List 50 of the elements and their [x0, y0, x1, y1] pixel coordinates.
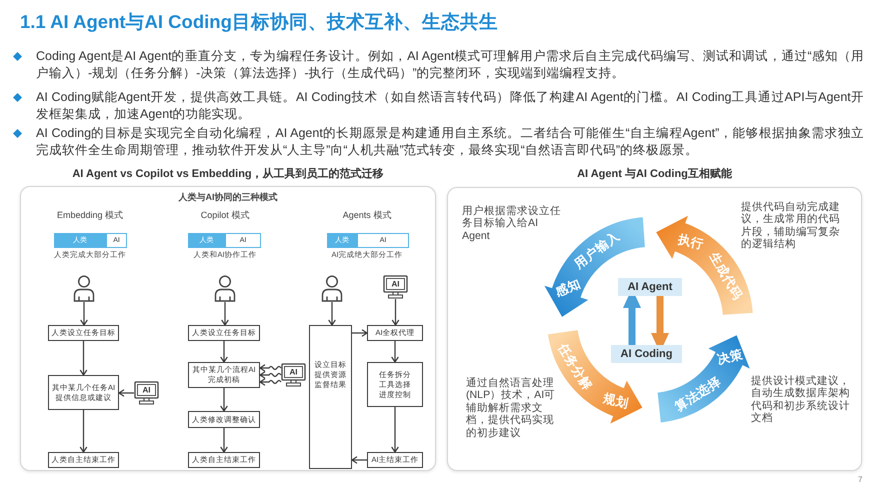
arrow-label: 算法选择 — [672, 374, 724, 414]
arrow-label: 用户输入 — [572, 228, 622, 271]
arrow — [220, 341, 228, 363]
arrow — [392, 299, 400, 326]
arrow-label: 生成代码 — [707, 250, 746, 302]
description-text: 提供代码自动完成建议，生成常用的代码片段，辅助编写复杂的逻辑结构 — [741, 201, 841, 251]
bullet-text: AI Coding的目标是实现完全自动化编程，AI Agent的长期愿景是构建通用自主系统。二者结合可能催生“自主编程Agent”，能够根据抽象需求独立完成软件全生命周期管理，推动软件开发从“人主导”向“人机共融”范式转变，最终实现“自然语言即代码”的终极愿景。 — [36, 125, 864, 159]
arrow-label: 执行 — [677, 232, 706, 252]
arrow-label: 决策 — [715, 347, 744, 368]
concept-box: AI Agent — [618, 278, 682, 296]
description-text: 通过自然语言处理(NLP）技术，AI可辅助解析需求文档，提供代码实现的初步建议 — [466, 377, 556, 440]
bullet-text: AI Coding赋能Agent开发，提供高效工具链。AI Coding技术（如自然语言转代码）降低了构建AI Agent的门槛。AI Coding工具通过API与Agent开发框架集成，加速Agent的功能实现。 — [36, 89, 864, 123]
screen-label: AI — [290, 368, 298, 376]
person-icon — [73, 275, 95, 302]
arrow — [221, 302, 229, 326]
arrow — [351, 456, 367, 464]
description-text: 用户根据需求设立任务目标输入给AI Agent — [462, 205, 562, 242]
arrow — [80, 341, 88, 376]
arrow-label: 规划 — [601, 391, 630, 411]
bullet-text: Coding Agent是AI Agent的垂直分支，专为编程任务设计。例如，AI Agent模式可理解用户需求后自主完成代码编写、测试和调试，通过“感知（用户输入）-规划（任务分解）-决策（算法选择）-执行（生成代码）”的完整闭环，实现端到端编程支持。 — [36, 48, 864, 82]
wavy-arrow — [259, 378, 282, 386]
panel-title: AI Agent 与AI Coding互相赋能 — [577, 168, 732, 181]
panel-title: AI Agent vs Copilot vs Embedding，从工具到员工的范式迁移 — [72, 168, 384, 181]
column-title: Embedding 模式 — [56, 210, 124, 221]
section-title: 人类与AI协同的三种模式 — [178, 192, 278, 203]
wavy-arrow — [259, 364, 282, 372]
arrow — [352, 329, 368, 337]
arrow — [391, 341, 399, 363]
arrow — [80, 410, 88, 453]
process-box — [309, 325, 352, 469]
column-title: Copilot 模式 — [200, 210, 250, 221]
arrow-label: 任务分解 — [556, 340, 596, 392]
person-icon — [321, 275, 343, 302]
page-title: 1.1 AI Agent与AI Coding目标协同、技术互补、生态共生 — [20, 10, 498, 33]
arrow — [220, 388, 228, 412]
column-title: Agents 模式 — [342, 210, 392, 221]
description-text: 提供设计模式建议，自动生成数据库架构代码和初步系统设计文档 — [751, 375, 851, 425]
page-number: 7 — [858, 475, 862, 485]
arrow — [220, 428, 228, 453]
concept-box: AI Coding — [611, 345, 682, 363]
arrow — [328, 302, 336, 326]
arrow — [80, 302, 88, 326]
arrow-label: 感知 — [553, 277, 583, 300]
person-icon — [214, 275, 236, 302]
process-box — [367, 362, 423, 407]
arrow — [391, 407, 399, 453]
wavy-arrow — [259, 371, 282, 379]
screen-label: AI — [392, 280, 400, 288]
arrow — [118, 389, 134, 397]
screen-label: AI — [142, 386, 150, 394]
